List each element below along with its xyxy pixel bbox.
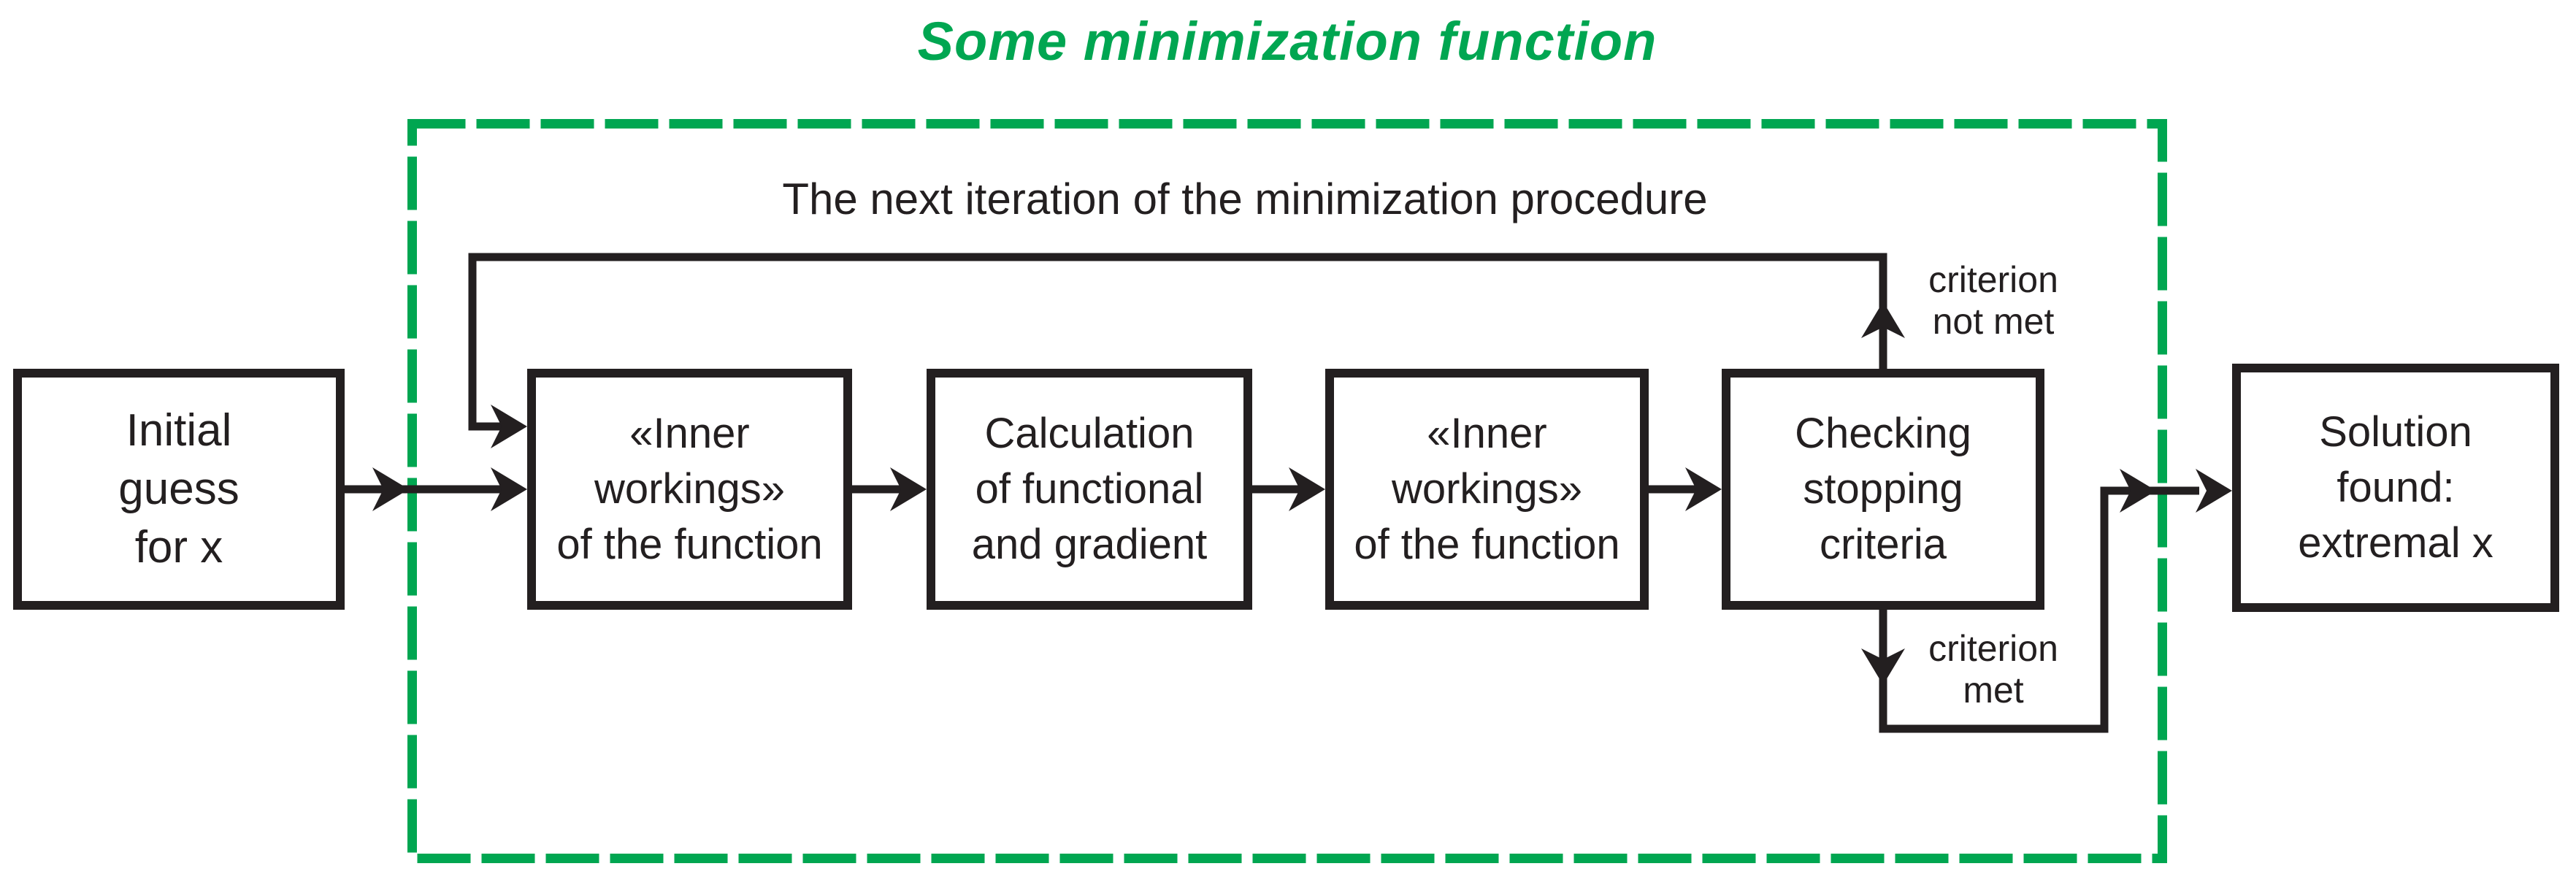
node-calculation-label: Calculation of functional and gradient (971, 410, 1208, 568)
arrowhead-criterion-met-down (1861, 648, 1905, 685)
arrowhead-into-inner1 (491, 467, 527, 511)
edge-feedback-loop (468, 253, 1887, 431)
arrowhead-feedback-into-inner1 (491, 405, 527, 448)
node-inner-workings-2: «Inner workings» of the function (1325, 369, 1649, 610)
node-calculation: Calculation of functional and gradient (927, 369, 1252, 610)
criterion-met-label: criterion met (1928, 628, 2058, 711)
node-initial-guess: Initial guess for x (13, 369, 345, 610)
arrowhead-into-check (1685, 467, 1722, 511)
diagram-title: Some minimization function (917, 11, 1657, 72)
arrowhead-at-border-out (2120, 469, 2156, 513)
node-inner-workings-2-label: «Inner workings» of the function (1354, 410, 1620, 568)
arrowhead-at-border-in (372, 467, 409, 511)
arrowheads (372, 302, 2232, 685)
arrowhead-into-calc (890, 467, 927, 511)
node-inner-workings-1-label: «Inner workings» of the function (556, 410, 823, 568)
next-iteration-label: The next iteration of the minimization p… (782, 175, 1708, 223)
node-checking-criteria-label: Checking stopping criteria (1795, 410, 1971, 568)
node-checking-criteria: Checking stopping criteria (1722, 369, 2044, 610)
criterion-not-met-label: criterion not met (1928, 259, 2058, 342)
arrowhead-criterion-not-met-up (1861, 302, 1905, 338)
arrowhead-into-inner2 (1289, 467, 1325, 511)
node-solution-found: Solution found: extremal x (2232, 364, 2559, 612)
node-initial-guess-label: Initial guess for x (118, 405, 239, 573)
node-solution-found-label: Solution found: extremal x (2298, 408, 2493, 567)
node-inner-workings-1: «Inner workings» of the function (527, 369, 852, 610)
arrowhead-into-solution (2196, 469, 2232, 513)
